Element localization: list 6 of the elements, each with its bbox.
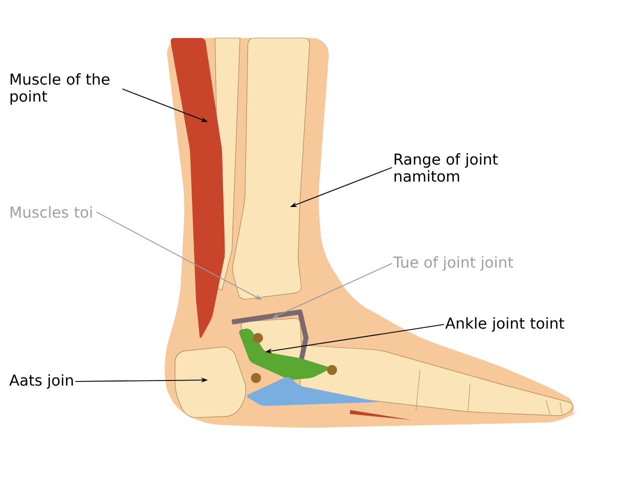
callout-label: Tue of joint joint xyxy=(393,256,514,271)
callout-label: Range of joint namitom xyxy=(394,153,498,182)
callout-label: Aats join xyxy=(9,374,73,389)
callout-label: Muscles toi xyxy=(10,206,92,218)
callout-label: Ankle joint toint xyxy=(445,317,564,332)
callout-label: Muscle of the point xyxy=(10,73,110,105)
